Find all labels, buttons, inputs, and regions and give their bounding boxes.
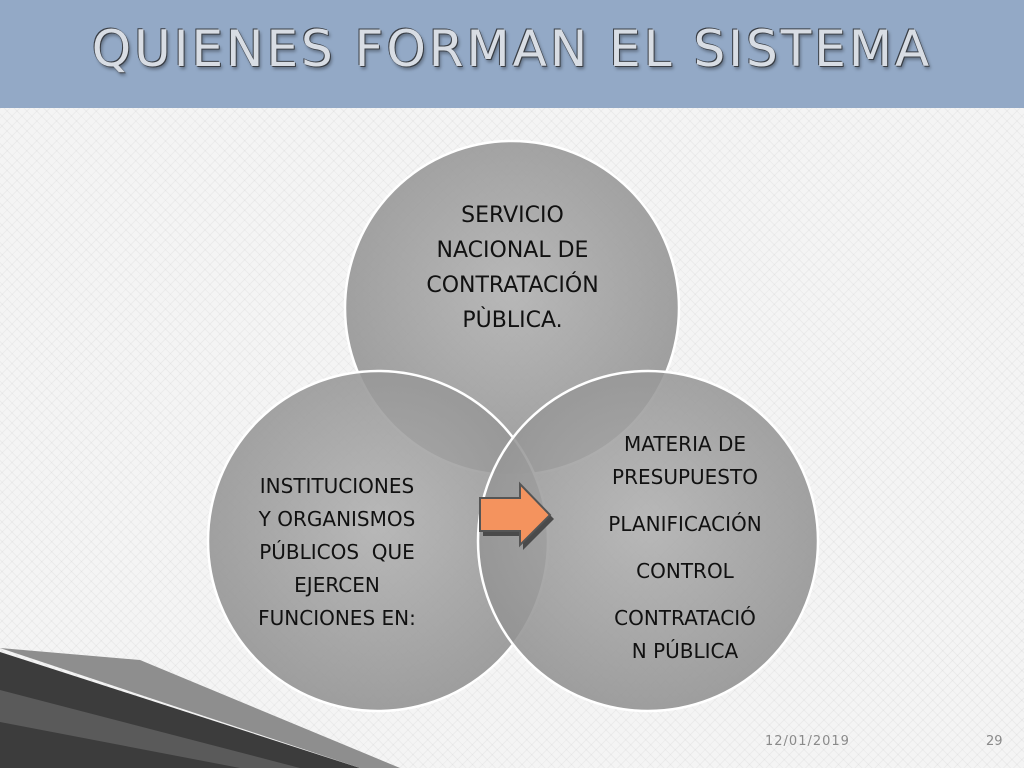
top-label-line: CONTRATACIÓN xyxy=(426,273,599,298)
top-label-line: PÙBLICA. xyxy=(462,308,563,333)
right-label-line: N PÚBLICA xyxy=(631,639,739,663)
top-label-line: NACIONAL DE xyxy=(436,238,589,263)
footer-date: 12/01/2019 xyxy=(765,734,850,749)
right-item-planificacion: PLANIFICACIÓN xyxy=(608,512,762,536)
top-label-line: SERVICIO xyxy=(461,203,564,228)
right-item-control: CONTROL xyxy=(636,559,734,583)
left-label-line: INSTITUCIONES xyxy=(259,474,415,498)
venn-circle-right xyxy=(476,369,820,713)
right-label-line: CONTRATACIÓ xyxy=(614,606,756,630)
left-label-line: FUNCIONES EN: xyxy=(258,606,416,630)
left-label-line: Y ORGANISMOS xyxy=(258,507,416,531)
right-arrow-icon xyxy=(479,481,554,550)
right-circle-label: MATERIA DE PRESUPUESTO PLANIFICACIÓN CON… xyxy=(570,428,800,668)
slide-title: QUIENES FORMAN EL SISTEMA xyxy=(91,20,933,78)
decorative-swoosh-mid xyxy=(0,690,300,768)
page-number: 29 xyxy=(986,734,1003,749)
title-bar: QUIENES FORMAN EL SISTEMA xyxy=(0,0,1024,108)
left-label-line: EJERCEN xyxy=(294,573,380,597)
right-item-contratacion: CONTRATACIÓ N PÚBLICA xyxy=(570,602,800,668)
right-item-presupuesto: MATERIA DE PRESUPUESTO xyxy=(570,428,800,494)
left-circle-label: INSTITUCIONES Y ORGANISMOS PÚBLICOS QUE … xyxy=(222,470,452,635)
top-circle-label: SERVICIO NACIONAL DE CONTRATACIÓN PÙBLIC… xyxy=(380,198,645,338)
right-label-line: PRESUPUESTO xyxy=(612,465,758,489)
decorative-swoosh-light xyxy=(0,648,400,768)
left-label-line: PÚBLICOS QUE xyxy=(259,540,415,564)
right-label-line: MATERIA DE xyxy=(623,432,747,456)
